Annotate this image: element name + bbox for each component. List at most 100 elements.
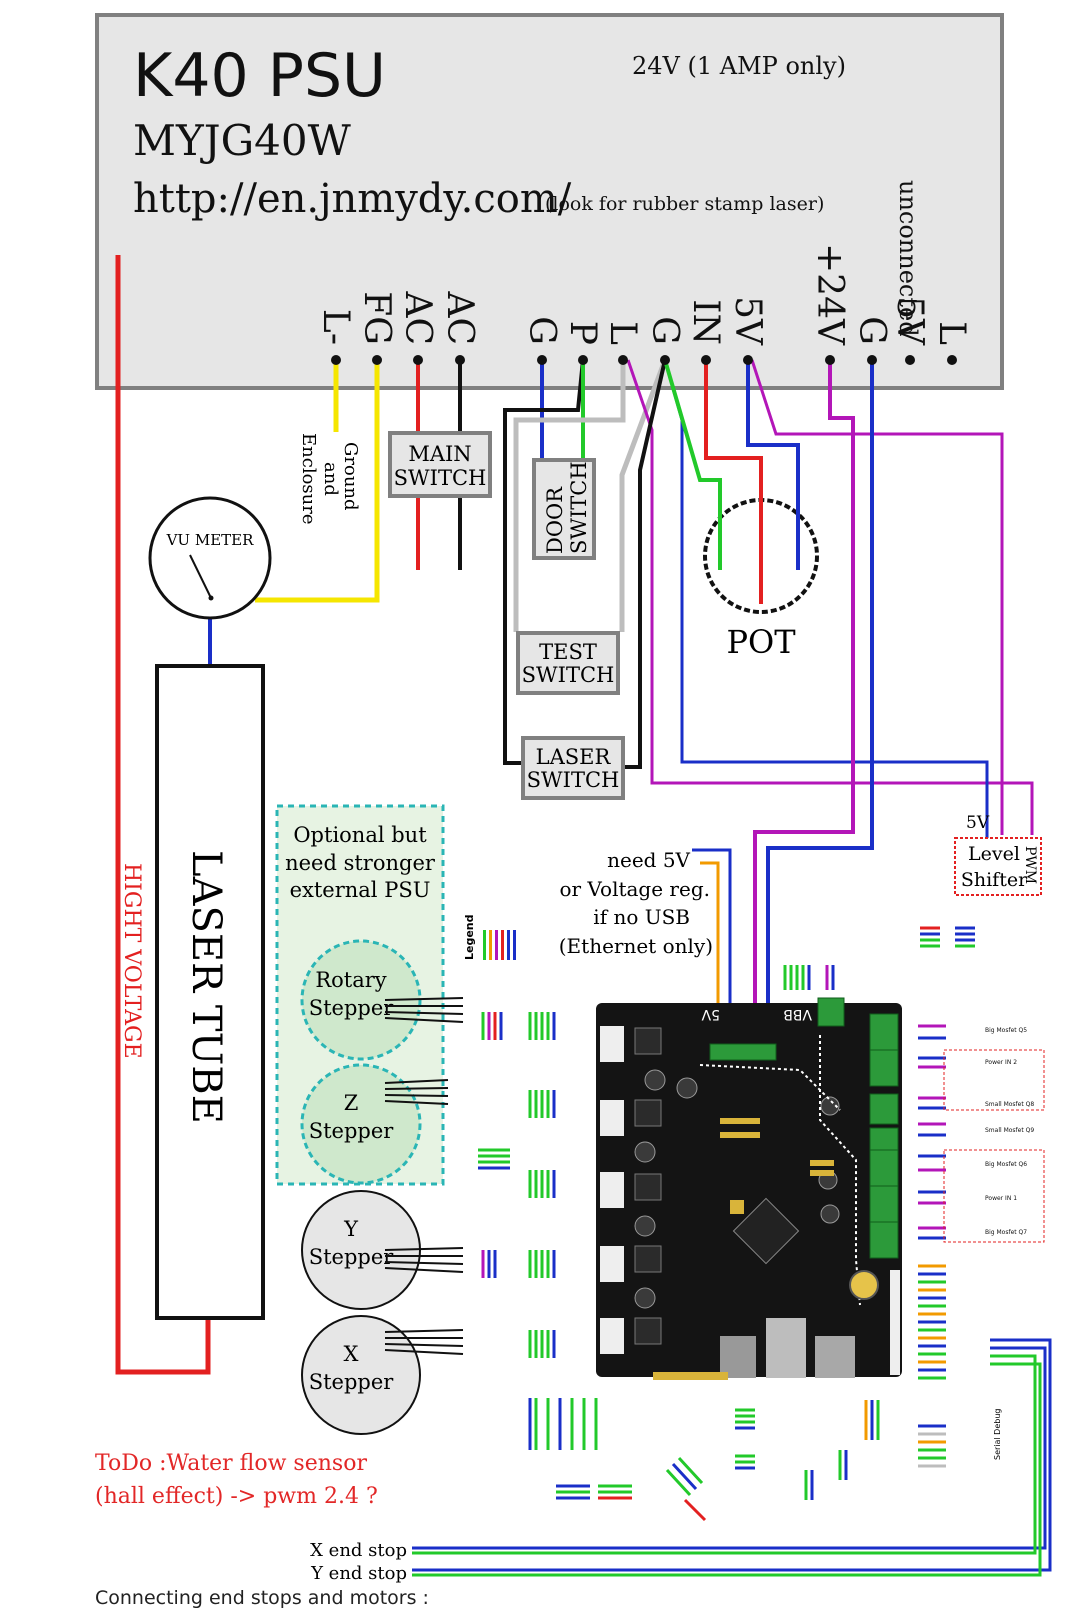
need-5v-note: need 5V or Voltage reg. if no USB (Ether… xyxy=(559,848,713,958)
mosfet-labels: Big Mosfet Q5 Power IN 2 Small Mosfet Q8… xyxy=(918,1024,1045,1243)
z-stepper: Z Stepper xyxy=(300,1063,449,1185)
optional-line-1: Optional but xyxy=(293,823,427,847)
todo-note: ToDo :Water flow sensor (hall effect) ->… xyxy=(95,1451,378,1509)
z-label-1: Z xyxy=(344,1091,359,1115)
door-switch: DOOR SWITCH xyxy=(532,458,596,560)
wire-24v xyxy=(753,360,855,1045)
ground-label-2: and xyxy=(320,462,341,496)
x-stepper: X Stepper xyxy=(301,1315,464,1435)
psu-title: K40 PSU xyxy=(133,41,386,111)
wire-p-black xyxy=(503,359,585,765)
big-mosfet-q6-label: Big Mosfet Q6 xyxy=(985,1161,1027,1168)
wire-need5v-blue xyxy=(692,848,732,1045)
terminal-label-0: L- xyxy=(315,309,356,345)
test-switch-label-2: SWITCH xyxy=(522,663,615,687)
terminal-label-3: AC xyxy=(439,290,480,345)
power-in-2-label: Power IN 2 xyxy=(985,1059,1017,1066)
terminal-dot-10 xyxy=(825,355,835,365)
z-label-2: Stepper xyxy=(309,1119,395,1143)
big-mosfet-q7-label: Big Mosfet Q7 xyxy=(985,1229,1027,1236)
need5v-line-2: or Voltage reg. xyxy=(559,877,710,901)
terminal-dot-3 xyxy=(455,355,465,365)
door-switch-label-1: DOOR xyxy=(543,486,567,554)
high-voltage-label: HIGHT VOLTAGE xyxy=(119,863,144,1059)
terminal-dot-7 xyxy=(660,355,670,365)
psu-url: http://en.jnmydy.com/ xyxy=(133,176,572,222)
wire-g-board xyxy=(766,360,874,1045)
terminal-dot-1 xyxy=(372,355,382,365)
wire-x-endstop-green xyxy=(412,1354,1037,1555)
terminal-dot-13 xyxy=(947,355,957,365)
small-mosfet-q8-label: Small Mosfet Q8 xyxy=(985,1101,1034,1108)
y-end-stop-label: Y end stop xyxy=(310,1563,407,1584)
serial-debug-pins: Serial Debug xyxy=(918,1409,1002,1468)
psu-url-note: (look for rubber stamp laser) xyxy=(545,193,824,215)
psu-box: K40 PSU MYJG40W http://en.jnmydy.com/ (l… xyxy=(95,13,1004,390)
board-vbb-label: VBB xyxy=(783,1006,812,1022)
rotary-label-2: Stepper xyxy=(309,996,395,1020)
wire-x-endstop-blue xyxy=(412,1346,1047,1550)
pot: POT xyxy=(703,445,819,661)
optional-line-2: need stronger xyxy=(285,851,436,875)
wire-5v-magenta xyxy=(750,359,1004,835)
door-switch-label-2: SWITCH xyxy=(567,461,591,554)
legend: Legend xyxy=(463,914,516,960)
main-switch-label-1: MAIN xyxy=(408,442,471,466)
wire-need5v-orange xyxy=(700,861,720,1045)
terminal-dot-6 xyxy=(618,355,628,365)
wire-high-voltage xyxy=(115,255,211,1375)
big-mosfet-q5-label: Big Mosfet Q5 xyxy=(985,1027,1027,1034)
y-label-2: Stepper xyxy=(309,1245,395,1269)
level-shifter: 5V Level Shifter PWM xyxy=(954,813,1042,896)
test-switch-label-1: TEST xyxy=(539,640,597,664)
main-switch-label-2: SWITCH xyxy=(394,466,487,490)
wire-5v-blue xyxy=(746,360,800,570)
terminal-label-7: G xyxy=(644,316,685,345)
controller-board: 5V VBB xyxy=(596,997,902,1380)
power-in-1-label: Power IN 1 xyxy=(985,1195,1017,1202)
wire-g-green-pot xyxy=(663,359,722,570)
terminal-dot-9 xyxy=(743,355,753,365)
x-label-2: Stepper xyxy=(309,1370,395,1394)
small-mosfet-q9-label: Small Mosfet Q9 xyxy=(985,1127,1034,1134)
terminal-label-5: P xyxy=(562,321,603,345)
terminal-label-4: G xyxy=(521,316,562,345)
terminal-label-1: FG xyxy=(356,291,397,345)
ground-label-3: Enclosure xyxy=(298,433,319,525)
wire-fg-vu xyxy=(255,360,380,603)
main-switch: MAIN SWITCH xyxy=(388,431,492,498)
wire-g-laser xyxy=(622,359,667,769)
terminal-label-11: G xyxy=(851,316,892,345)
laser-switch: LASER SWITCH xyxy=(521,736,625,800)
rotary-label-1: Rotary xyxy=(315,968,386,992)
test-switch: TEST SWITCH xyxy=(516,631,620,695)
terminal-dots xyxy=(331,355,957,365)
board-5v-label: 5V xyxy=(701,1006,720,1022)
vu-meter-label: VU METER xyxy=(166,531,255,549)
terminal-label-9: 5V xyxy=(727,296,768,346)
wire-l-grey-2 xyxy=(619,359,668,632)
terminal-label-10: +24V xyxy=(809,243,850,346)
y-stepper: Y Stepper xyxy=(301,1190,464,1310)
level-shifter-label-2: Shifter xyxy=(961,869,1028,891)
terminal-label-2: AC xyxy=(397,290,438,345)
ground-label-1: Ground xyxy=(340,442,361,511)
rotary-stepper: Rotary Stepper xyxy=(300,939,464,1061)
terminal-label-12: 5V xyxy=(889,296,930,346)
todo-line-2: (hall effect) -> pwm 2.4 ? xyxy=(95,1484,378,1509)
serial-debug-label: Serial Debug xyxy=(993,1409,1002,1461)
level-shifter-label-1: Level xyxy=(968,843,1020,865)
terminal-dot-4 xyxy=(537,355,547,365)
psu-rating: 24V (1 AMP only) xyxy=(632,52,846,80)
wire-y-endstop-blue xyxy=(412,1338,1052,1572)
need5v-line-3: if no USB xyxy=(593,905,690,929)
terminal-dot-0 xyxy=(331,355,341,365)
wire-g-blue-ls xyxy=(663,359,989,840)
psu-model: MYJG40W xyxy=(133,116,352,165)
ground-enclosure-label: Ground and Enclosure xyxy=(298,433,361,525)
header-stripes xyxy=(478,926,975,1522)
psu-unconnected-label: unconnected xyxy=(894,180,922,337)
terminal-dot-11 xyxy=(867,355,877,365)
